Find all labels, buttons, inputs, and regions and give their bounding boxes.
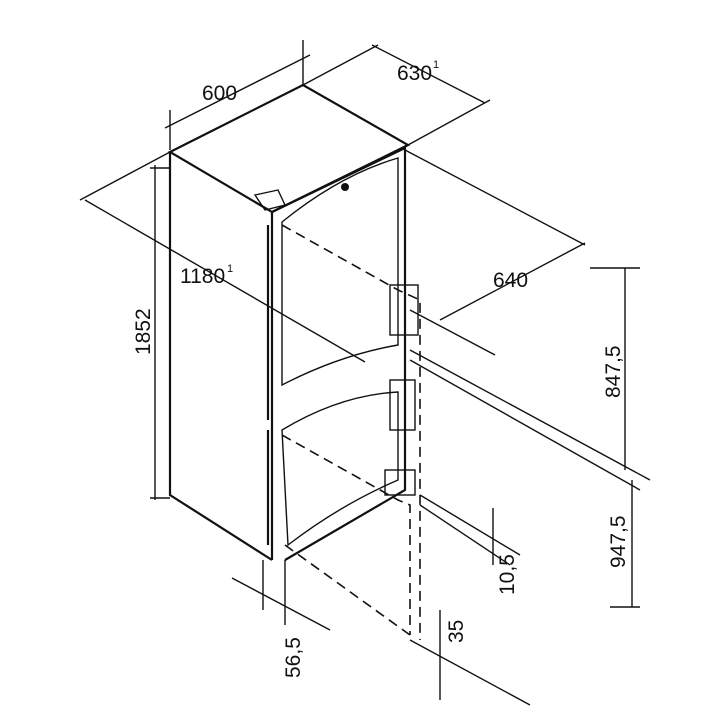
open-door-outline <box>281 224 421 640</box>
upper-door <box>281 157 399 387</box>
plinth-label: 35 <box>445 620 468 643</box>
upper-height-label: 847,5 <box>602 345 625 398</box>
depth-label: 630 <box>397 62 432 85</box>
door-open-note: 1 <box>227 263 233 275</box>
width-label: 600 <box>202 82 237 105</box>
front-face <box>271 146 407 561</box>
depth-note: 1 <box>433 59 439 71</box>
wall-lines <box>409 349 651 566</box>
dimension-lines <box>79 40 640 706</box>
height-label: 1852 <box>132 308 155 355</box>
gap-label: 10,5 <box>496 554 519 595</box>
lower-door <box>281 391 399 547</box>
lower-height-label: 947,5 <box>607 515 630 568</box>
side-face <box>168 152 273 561</box>
fridge-body <box>167 83 419 561</box>
door-open-depth-label: 1180 <box>180 265 225 288</box>
depth-with-handle-label: 640 <box>493 269 528 292</box>
side-offset-label: 56,5 <box>282 637 305 678</box>
